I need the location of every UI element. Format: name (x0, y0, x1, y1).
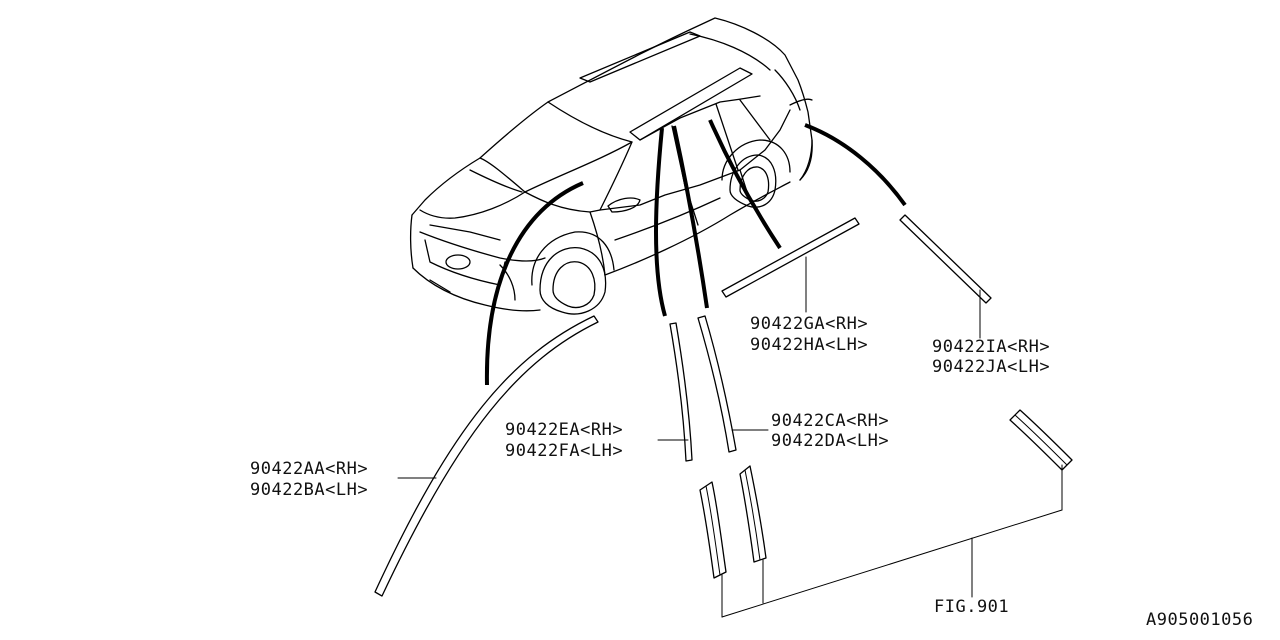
vehicle-illustration (409, 17, 813, 315)
part-label-ja[interactable]: 90422JA<LH> (932, 357, 1051, 377)
leader-lines (397, 256, 1063, 618)
indicator-line-ia (804, 123, 907, 207)
molding-parts (374, 214, 1073, 597)
part-label-fa[interactable]: 90422FA<LH> (505, 441, 624, 461)
molding-ea-fa (669, 322, 693, 462)
fig-reference-label[interactable]: FIG.901 (934, 597, 1010, 617)
molding-ia-ja (899, 214, 992, 304)
part-label-ga[interactable]: 90422GA<RH> (750, 314, 869, 334)
diagram-id-label: A905001056 (1146, 610, 1254, 630)
part-label-ia[interactable]: 90422IA<RH> (932, 337, 1051, 357)
part-label-aa[interactable]: 90422AA<RH> (250, 459, 369, 479)
molding-ga-ha (721, 217, 860, 298)
indicator-line-ea (654, 127, 667, 317)
fig901-part-1 (699, 481, 727, 579)
molding-ca-da (697, 315, 737, 453)
indicator-line-aa (484, 181, 584, 386)
part-label-ha[interactable]: 90422HA<LH> (750, 335, 869, 355)
part-label-da[interactable]: 90422DA<LH> (771, 431, 890, 451)
indicator-lines (484, 119, 907, 386)
indicator-line-ga (708, 119, 782, 250)
part-label-ca[interactable]: 90422CA<RH> (771, 411, 890, 431)
molding-aa-ba (374, 315, 599, 597)
part-label-ba[interactable]: 90422BA<LH> (250, 480, 369, 500)
indicator-line-ca (672, 125, 709, 309)
part-label-ea[interactable]: 90422EA<RH> (505, 420, 624, 440)
